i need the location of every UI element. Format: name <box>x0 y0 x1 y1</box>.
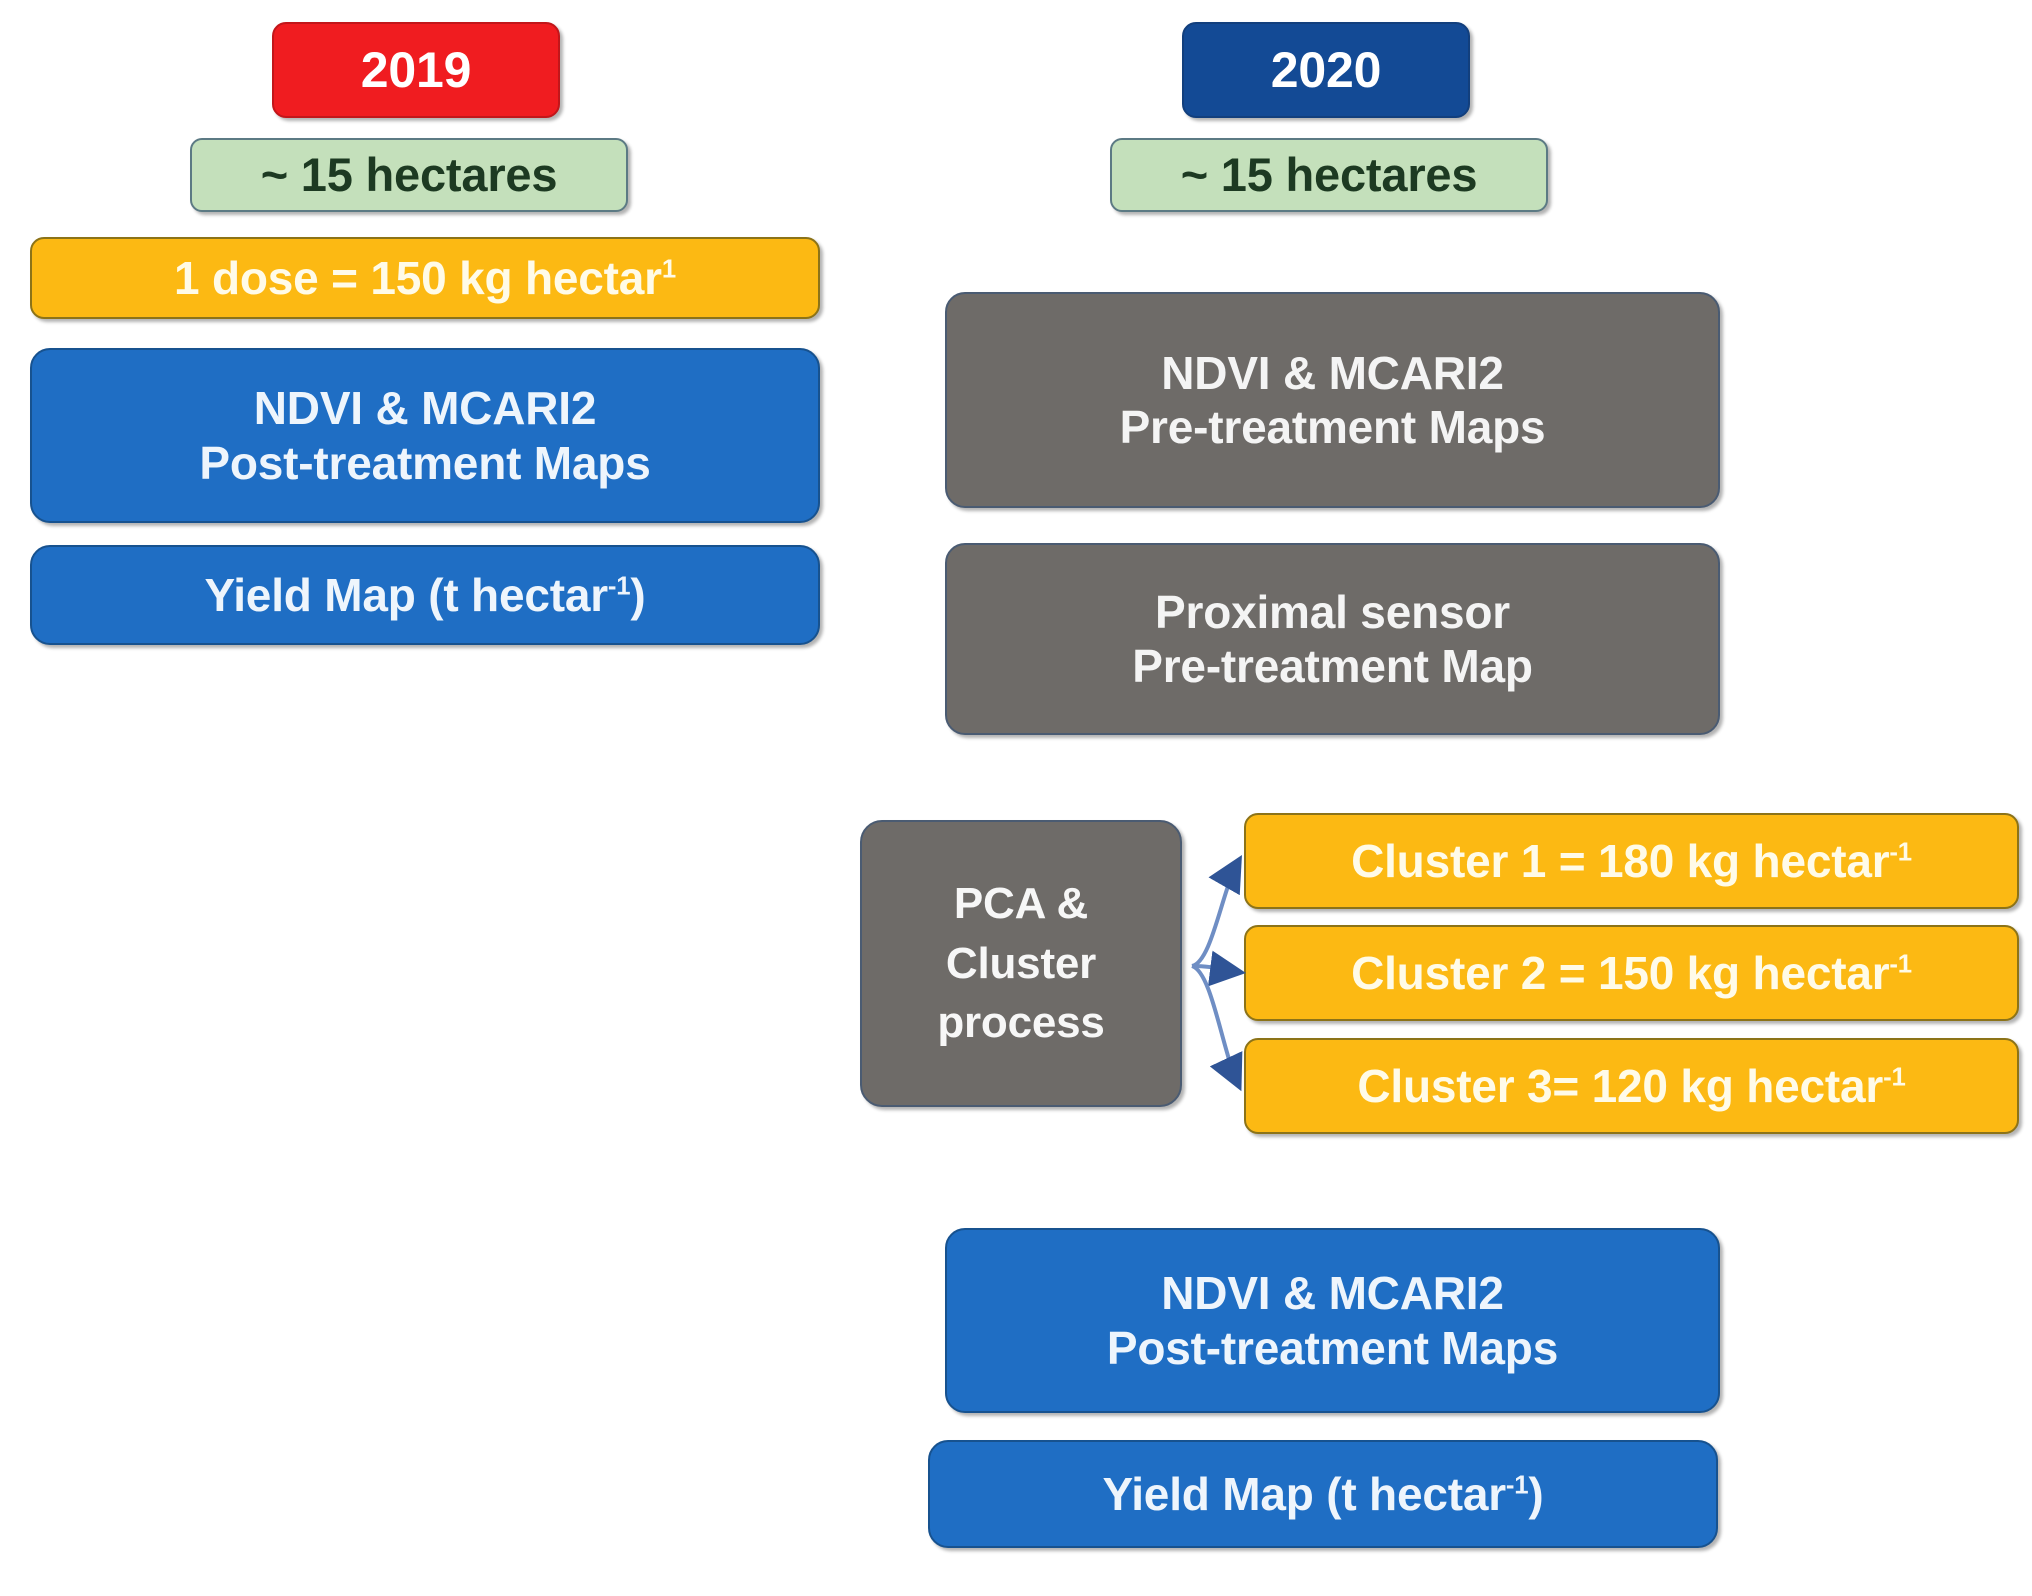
cluster-3-box: Cluster 3= 120 kg hectar-1 <box>1244 1038 2019 1134</box>
yield-superscript-2020: -1 <box>1505 1471 1529 1500</box>
cluster-1-superscript: -1 <box>1889 838 1912 867</box>
arrow-pca-to-cluster-3 <box>1191 964 1243 1092</box>
pca-box-line1: PCA & <box>953 878 1089 928</box>
pca-box-line3: process <box>937 998 1105 1048</box>
proximal-pre-box-2020-line2: Pre-treatment Map <box>1132 640 1533 692</box>
ndvi-pre-box-2020: NDVI & MCARI2 Pre-treatment Maps <box>945 292 1720 508</box>
area-badge-2019: ~ 15 hectares <box>190 138 628 212</box>
dose-box-2019-label: 1 dose = 150 kg hectar1 <box>174 251 676 304</box>
yield-box-2019: Yield Map (t hectar-1) <box>30 545 820 645</box>
cluster-1-label: Cluster 1 = 180 kg hectar-1 <box>1351 834 1912 887</box>
ndvi-post-box-2019-line1: NDVI & MCARI2 <box>253 382 597 435</box>
dose-superscript: 1 <box>661 255 676 284</box>
pca-cluster-process-box: PCA & Cluster process <box>860 820 1182 1107</box>
ndvi-post-box-2019: NDVI & MCARI2 Post-treatment Maps <box>30 348 820 523</box>
proximal-pre-box-2020-line1: Proximal sensor <box>1155 585 1510 638</box>
ndvi-post-box-2020-line1: NDVI & MCARI2 <box>1161 1267 1504 1320</box>
yield-box-2019-label: Yield Map (t hectar-1) <box>204 568 646 621</box>
cluster-2-label: Cluster 2 = 150 kg hectar-1 <box>1351 946 1912 999</box>
yield-superscript-2019: -1 <box>607 572 631 601</box>
arrow-pca-to-cluster-2 <box>1191 950 1246 987</box>
ndvi-post-box-2020: NDVI & MCARI2 Post-treatment Maps <box>945 1228 1720 1413</box>
ndvi-pre-box-2020-line2: Pre-treatment Maps <box>1119 401 1546 453</box>
yield-box-2020: Yield Map (t hectar-1) <box>928 1440 1718 1548</box>
pca-box-line2: Cluster <box>945 938 1097 988</box>
year-badge-2019: 2019 <box>272 22 560 118</box>
cluster-3-superscript: -1 <box>1883 1063 1906 1092</box>
year-badge-2020-label: 2020 <box>1270 41 1382 98</box>
ndvi-pre-box-2020-line1: NDVI & MCARI2 <box>1161 346 1504 399</box>
dose-box-2019: 1 dose = 150 kg hectar1 <box>30 237 820 319</box>
year-badge-2020: 2020 <box>1182 22 1470 118</box>
cluster-1-box: Cluster 1 = 180 kg hectar-1 <box>1244 813 2019 909</box>
cluster-3-label: Cluster 3= 120 kg hectar-1 <box>1357 1059 1906 1112</box>
cluster-2-box: Cluster 2 = 150 kg hectar-1 <box>1244 925 2019 1021</box>
area-badge-2020-label: ~ 15 hectares <box>1180 148 1478 202</box>
yield-box-2020-label: Yield Map (t hectar-1) <box>1102 1467 1544 1520</box>
ndvi-post-box-2019-line2: Post-treatment Maps <box>199 436 651 489</box>
cluster-2-superscript: -1 <box>1889 950 1912 979</box>
ndvi-post-box-2020-line2: Post-treatment Maps <box>1106 1321 1559 1374</box>
area-badge-2019-label: ~ 15 hectares <box>260 148 558 202</box>
proximal-pre-box-2020: Proximal sensor Pre-treatment Map <box>945 543 1720 735</box>
year-badge-2019-label: 2019 <box>360 41 472 98</box>
area-badge-2020: ~ 15 hectares <box>1110 138 1548 212</box>
arrow-pca-to-cluster-1 <box>1191 855 1242 968</box>
